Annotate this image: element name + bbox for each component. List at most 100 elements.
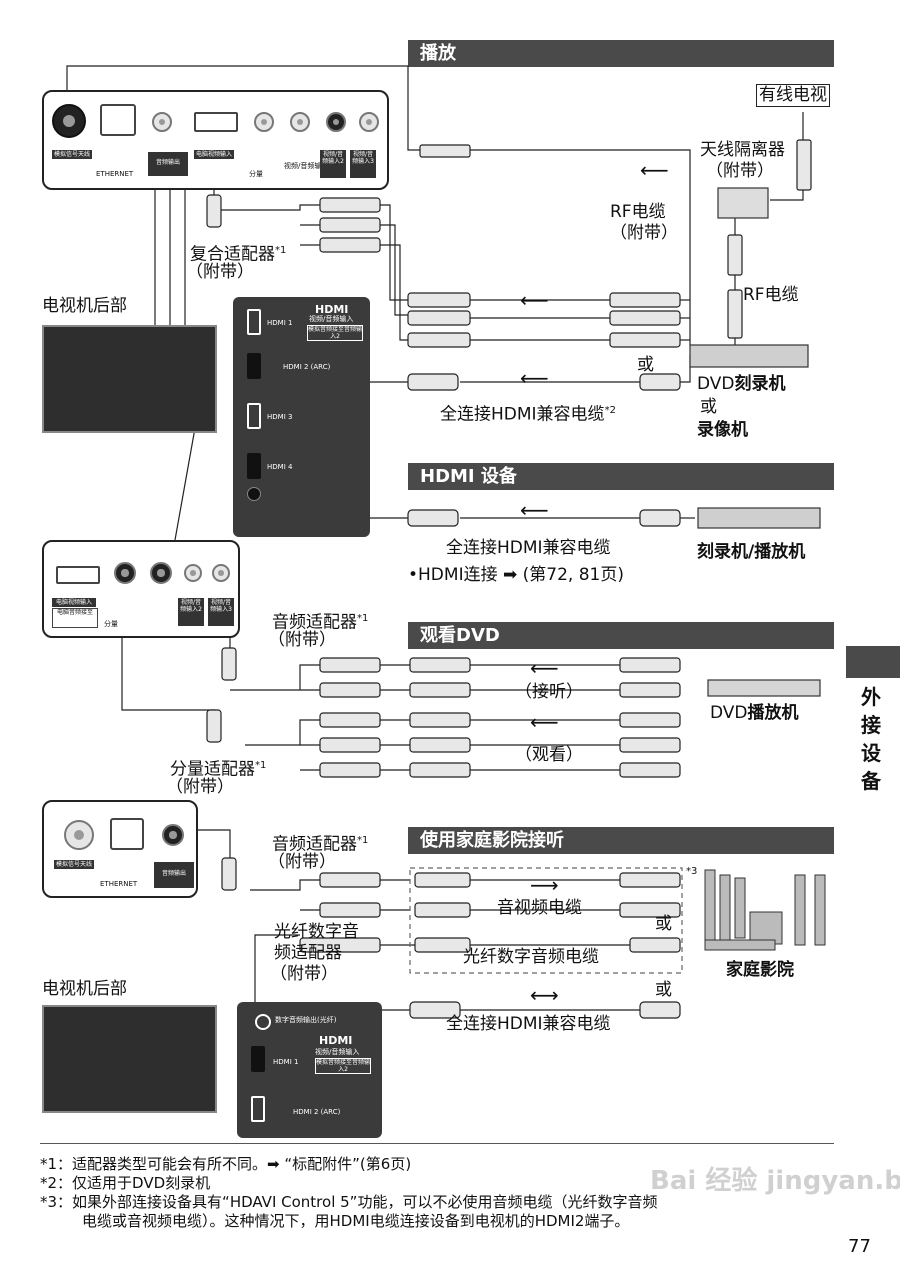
tv-back-image-2	[42, 1005, 217, 1113]
dvd-player-label: DVD播放机	[710, 703, 799, 724]
component-adapter-sup: *1	[255, 760, 267, 771]
section-watch-dvd: 观看DVD	[408, 622, 834, 649]
hdmi-logo: HDMI	[319, 1034, 353, 1047]
component-adapter-label: 分量适配器*1	[170, 755, 266, 781]
antenna-isolator-note: （附带）	[706, 161, 774, 181]
component-label: 分量	[104, 620, 118, 628]
tv-terminal-panel-top: 模拟信号天线 ETHERNET 音频输出 电脑视频输入 分量 视频/音频输入1 …	[42, 90, 389, 190]
home-theater-label: 家庭影院	[726, 960, 794, 980]
footnote-3b: 电缆或音视频电缆）。这种情况下，用HDMI电缆连接设备到电视机的HDMI2端子。	[82, 1212, 630, 1230]
audio-adapter-sup-1: *1	[357, 613, 369, 624]
or-label-2: 或	[655, 914, 672, 934]
footnote-1: *1：适配器类型可能会有所不同。➡ “标配附件”(第6页)	[40, 1155, 412, 1173]
hdmi1-label: HDMI 1	[273, 1058, 299, 1066]
ethernet-label: ETHERNET	[96, 170, 134, 178]
cable-tv-label: 有线电视	[756, 84, 830, 107]
or-label-1: 或	[637, 355, 654, 375]
audio-adapter-text-2: 音频适配器	[272, 834, 357, 855]
arrow-left-icon: ⟵	[530, 710, 559, 734]
hdmi4-port	[247, 453, 261, 479]
tv-back-label-2: 电视机后部	[42, 979, 127, 999]
hdmi-link-note: •HDMI连接 ➡ (第72, 81页)	[408, 565, 624, 585]
optical-adapter-label-3: （附带）	[270, 964, 338, 984]
ethernet-port	[110, 818, 144, 850]
composite-adapter-sup: *1	[275, 245, 287, 256]
watermark: Bai 经验 jingyan.baidu.com	[650, 1166, 900, 1196]
optical-cable-label: 光纤数字音频电缆	[463, 947, 599, 967]
audio-out-jack	[162, 824, 184, 846]
hdmi4-label: HDMI 4	[267, 463, 293, 471]
arrow-left-icon: ⟵	[520, 366, 549, 390]
hdmi1-label: HDMI 1	[267, 319, 293, 327]
arrow-left-icon: ⟵	[520, 288, 549, 312]
side-tab-label: 外接设备	[861, 685, 881, 793]
section-home-theater: 使用家庭影院接听	[408, 827, 834, 854]
composite-adapter-text: 复合适配器	[190, 244, 275, 265]
arrow-bidirectional-icon: ⟷	[530, 983, 559, 1007]
pc-in-label: 电脑视频输入	[194, 150, 234, 159]
composite-adapter-note: （附带）	[186, 262, 254, 282]
audio-adapter-note-1: （附带）	[268, 630, 336, 650]
section-playback: 播放	[408, 40, 834, 67]
hdmi-cable-label-2: 全连接HDMI兼容电缆	[446, 538, 611, 558]
antenna-label: 模拟信号天线	[52, 150, 92, 159]
jack	[150, 562, 172, 584]
audio-adapter-label-2: 音频适配器*1	[272, 830, 368, 856]
digital-audio-out-label: 数字音频输出(光纤)	[275, 1016, 337, 1024]
hdmi-analog-label: 模拟音频接至音频输入2	[307, 325, 363, 341]
av-in2-label: 视频/音频输入2	[178, 598, 204, 626]
arrow-left-icon: ⟵	[640, 158, 669, 182]
dvd-recorder-a: DVD	[697, 374, 735, 394]
arrow-left-icon: ⟵	[530, 656, 559, 680]
tv-terminal-panel-mid: 电脑视频输入 电脑音频接至 分量 视频/音频输入2 视频/音频输入3	[42, 540, 240, 638]
dvd-player-b: 播放机	[747, 703, 799, 723]
hdmi-panel: HDMI 视频/音频输入 模拟音频接至音频输入2 HDMI 1 HDMI 2 (…	[233, 297, 370, 537]
audio-adapter-label-1: 音频适配器*1	[272, 608, 368, 634]
hdmi-cable-sup-1: *2	[604, 405, 616, 416]
composite-adapter-label: 复合适配器*1	[190, 240, 286, 266]
hdmi-cable-text-1: 全连接HDMI兼容电缆	[440, 404, 605, 425]
analog-audio-label: 电脑音频接至	[52, 608, 98, 628]
jack	[359, 112, 379, 132]
hdmi3-port	[247, 403, 261, 429]
av-cable-label: 音视频电缆	[497, 898, 582, 918]
headphone-jack	[247, 487, 261, 501]
av-in3-label: 视频/音频输入3	[208, 598, 234, 626]
pc-port	[194, 112, 238, 132]
antenna-jack	[64, 820, 94, 850]
hdmi1-port	[247, 309, 261, 335]
hdmi-av-in-label: 视频/音频输入	[309, 315, 354, 323]
av-in3-label: 视频/音频输入3	[350, 150, 376, 178]
antenna-label: 模拟信号天线	[54, 860, 94, 869]
hdmi3-label: HDMI 3	[267, 413, 293, 421]
av-in1-label: 视频/音频输入1	[284, 162, 333, 170]
tv-back-image	[42, 325, 217, 433]
listen-label: （接听）	[515, 682, 583, 702]
hdmi1-port	[251, 1046, 265, 1072]
audio-adapter-sup-2: *1	[357, 835, 369, 846]
tv-terminal-panel-bottom: 模拟信号天线 ETHERNET 音频输出	[42, 800, 198, 898]
arrow-left-icon: ⟵	[520, 498, 549, 522]
dvd-recorder-b: 刻录机	[734, 374, 786, 394]
component-label: 分量	[249, 170, 263, 178]
jack	[152, 112, 172, 132]
footnote-3a: *3：如果外部连接设备具有“HDAVI Control 5”功能，可以不必使用音…	[40, 1193, 658, 1211]
rf-cable-label: RF电缆	[743, 285, 799, 305]
ethernet-label: ETHERNET	[100, 880, 138, 888]
vcr-label: 录像机	[697, 420, 748, 440]
optical-adapter-label-1: 光纤数字音	[274, 922, 359, 942]
tv-back-label: 电视机后部	[42, 296, 127, 316]
antenna-jack	[52, 104, 86, 138]
arrow-right-icon: ⟶	[530, 873, 559, 897]
jack	[184, 564, 202, 582]
hdmi-cable-label-3: 全连接HDMI兼容电缆	[446, 1014, 611, 1034]
rf-cable-supplied-note: （附带）	[610, 223, 678, 243]
jack	[114, 562, 136, 584]
hdmi-panel-2: 数字音频输出(光纤) HDMI 视频/音频输入 模拟音频接至音频输入2 HDMI…	[237, 1002, 382, 1138]
pc-in-label: 电脑视频输入	[52, 598, 96, 607]
page-number: 77	[848, 1236, 871, 1257]
hdmi-analog-label: 模拟音频接至音频输入2	[315, 1058, 371, 1074]
audio-out-label: 音频输出	[148, 152, 188, 176]
jack	[290, 112, 310, 132]
